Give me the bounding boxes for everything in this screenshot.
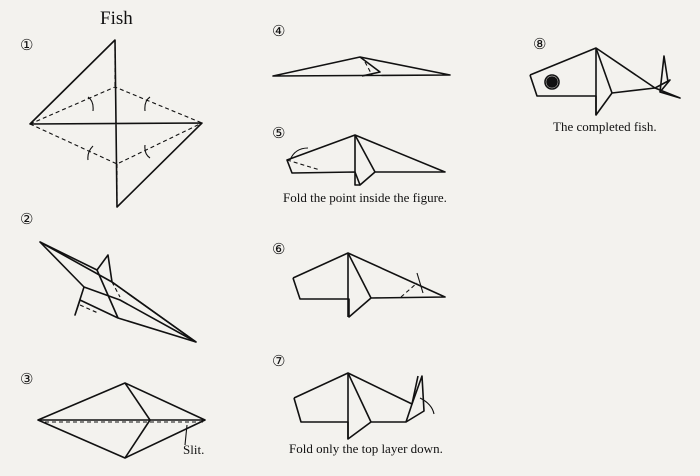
step-8-number: ⑧ [533,37,547,53]
step-2-drawing [39,241,197,343]
step-3-drawing [37,382,206,459]
step-4-number: ④ [272,24,286,40]
step-5-drawing [286,134,446,186]
step-4-drawing [272,56,451,77]
step-6-number: ⑥ [272,242,286,258]
slit-note: Slit. [183,442,205,457]
step-6-drawing [292,252,446,318]
step-7-number: ⑦ [272,354,286,370]
step-3-number: ③ [20,372,34,388]
diagram-title: Fish [100,8,133,29]
step-7-caption: Fold only the top layer down. [289,441,443,456]
step-8-drawing [529,47,681,116]
step-5-number: ⑤ [272,126,286,142]
step-8-caption: The completed fish. [553,119,657,134]
step-7-drawing [293,372,435,440]
step-1-number: ① [20,38,34,54]
step-2-number: ② [20,212,34,228]
step-5-caption: Fold the point inside the figure. [283,190,447,205]
step-1-drawing [29,39,203,208]
